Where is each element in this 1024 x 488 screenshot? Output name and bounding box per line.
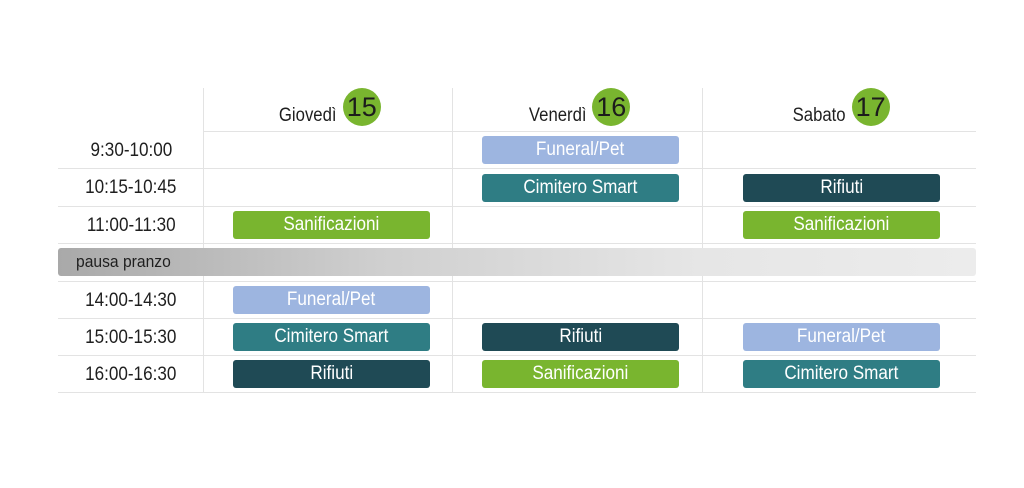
grid-line (58, 168, 976, 169)
session-slot-funeral-pet: Funeral/Pet (233, 286, 430, 314)
session-slot-rifiuti: Rifiuti (233, 360, 430, 388)
session-label: Funeral/Pet (797, 326, 886, 347)
day-number-badge: 16 (592, 88, 631, 126)
day-header-venerdi: Venerdì 16 (453, 88, 702, 132)
grid-line (58, 355, 976, 356)
session-label: Sanificazioni (532, 363, 629, 384)
session-slot-rifiuti: Rifiuti (743, 174, 940, 202)
session-slot-cimitero-smart: Cimitero Smart (743, 360, 940, 388)
session-slot-funeral-pet: Funeral/Pet (743, 323, 940, 351)
time-label: 10:15-10:45 (85, 177, 177, 198)
session-label: Funeral/Pet (536, 139, 625, 160)
grid-line (58, 392, 976, 393)
session-slot-rifiuti: Rifiuti (482, 323, 679, 351)
grid-line (58, 318, 976, 319)
session-slot-sanificazioni: Sanificazioni (233, 211, 430, 239)
day-header-sabato: Sabato 17 (703, 88, 976, 132)
day-name: Venerdì (528, 105, 587, 126)
grid-line (204, 131, 976, 132)
day-header-giovedi: Giovedì 15 (204, 88, 452, 132)
day-number-badge: 17 (851, 88, 890, 126)
day-name: Giovedì (279, 105, 337, 126)
time-label: 14:00-14:30 (85, 290, 177, 311)
session-label: Sanificazioni (793, 214, 890, 235)
session-slot-funeral-pet: Funeral/Pet (482, 136, 679, 164)
session-label: Cimitero Smart (784, 363, 899, 384)
session-slot-cimitero-smart: Cimitero Smart (233, 323, 430, 351)
day-name: Sabato (792, 105, 846, 126)
grid-line (58, 281, 976, 282)
time-label: 11:00-11:30 (86, 215, 176, 236)
session-label: Rifiuti (820, 177, 863, 198)
lunch-break-label: pausa pranzo (76, 252, 171, 271)
session-slot-sanificazioni: Sanificazioni (482, 360, 679, 388)
time-label: 15:00-15:30 (85, 327, 177, 348)
session-label: Cimitero Smart (274, 326, 389, 347)
grid-line (58, 206, 976, 207)
lunch-break-bar: pausa pranzo (58, 248, 976, 276)
grid-line (452, 88, 453, 392)
time-label: 9:30-10:00 (90, 140, 172, 161)
session-label: Rifiuti (310, 363, 353, 384)
time-label: 16:00-16:30 (85, 364, 177, 385)
session-label: Sanificazioni (283, 214, 380, 235)
day-number-badge: 15 (342, 88, 381, 126)
grid-line (702, 88, 703, 392)
session-label: Funeral/Pet (287, 289, 376, 310)
session-slot-cimitero-smart: Cimitero Smart (482, 174, 679, 202)
session-label: Rifiuti (559, 326, 602, 347)
session-slot-sanificazioni: Sanificazioni (743, 211, 940, 239)
grid-line (58, 243, 976, 244)
grid-line (203, 88, 204, 392)
session-label: Cimitero Smart (523, 177, 638, 198)
